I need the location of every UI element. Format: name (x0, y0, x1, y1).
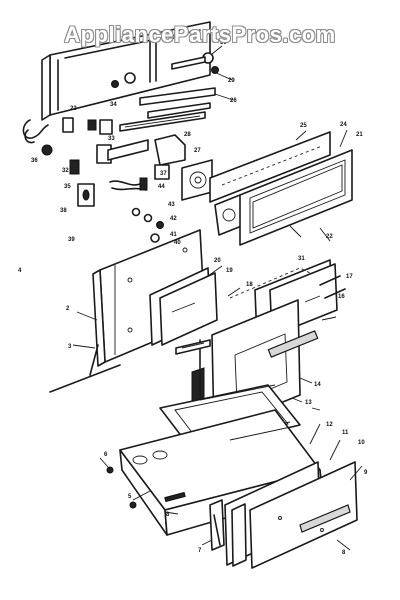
label-38: 38 (60, 208, 67, 214)
label-8: 8 (166, 512, 170, 518)
label-6: 6 (104, 452, 108, 458)
leader-lines (72, 29, 363, 551)
control-knob-parts[interactable] (111, 52, 219, 88)
control-panel-frame[interactable] (209, 131, 331, 236)
label-37: 37 (160, 171, 167, 177)
label-22-top: 22 (326, 234, 333, 240)
label-19: 19 (226, 268, 233, 274)
label-7: 7 (198, 548, 202, 554)
label-12: 12 (326, 422, 333, 428)
label-17-top: 17 (176, 26, 183, 32)
label-33: 33 (108, 136, 115, 142)
label-41: 41 (170, 232, 177, 238)
label-42: 42 (170, 216, 177, 222)
label-29: 29 (228, 78, 235, 84)
label-26: 26 (230, 98, 237, 104)
drawer-front[interactable] (224, 461, 358, 569)
label-32: 32 (62, 168, 69, 174)
label-8-bottom: 8 (342, 550, 346, 556)
label-18: 18 (246, 282, 253, 288)
label-40: 40 (174, 240, 181, 246)
label-31: 31 (298, 256, 305, 262)
label-36: 36 (31, 158, 38, 164)
backguard-panel[interactable] (41, 21, 211, 121)
label-35: 35 (64, 184, 71, 190)
label-44: 44 (158, 184, 165, 190)
label-43: 43 (168, 202, 175, 208)
label-16: 16 (338, 294, 345, 300)
label-17: 17 (346, 274, 353, 280)
label-28: 28 (184, 132, 191, 138)
label-5: 5 (128, 494, 132, 500)
control-panel-glass[interactable] (239, 149, 353, 246)
part-number-labels: 17 30 29 26 34 23 33 36 32 35 38 39 28 2… (18, 26, 368, 556)
timer-clock[interactable] (181, 159, 213, 201)
label-34: 34 (110, 102, 117, 108)
window-frame[interactable] (149, 267, 218, 346)
label-20: 20 (214, 258, 221, 264)
label-4: 4 (18, 268, 22, 274)
trim-strips[interactable] (119, 87, 216, 132)
switch-bracket[interactable] (107, 134, 186, 180)
label-25: 25 (300, 123, 307, 129)
label-27: 27 (194, 148, 201, 154)
label-23: 23 (70, 106, 77, 112)
label-14: 14 (314, 382, 321, 388)
leveling-rod[interactable] (49, 344, 121, 393)
drawer-glide[interactable] (209, 499, 225, 551)
label-24: 24 (340, 122, 347, 128)
label-3: 3 (68, 344, 72, 350)
left-wire-harness[interactable] (22, 117, 164, 243)
label-9: 9 (364, 470, 368, 476)
label-39: 39 (68, 237, 75, 243)
label-10: 10 (358, 440, 365, 446)
label-13: 13 (305, 400, 312, 406)
label-30-top: 30 (220, 40, 227, 46)
label-21-top: 21 (356, 132, 363, 138)
screw-leader (106, 466, 137, 509)
label-11: 11 (342, 430, 349, 436)
label-2: 2 (66, 306, 70, 312)
